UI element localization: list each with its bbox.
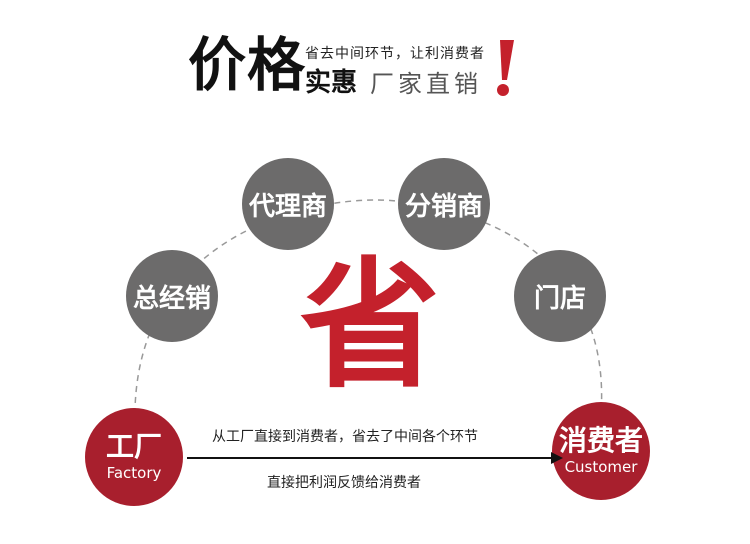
subtitle-small: 省去中间环节，让利消费者 <box>305 46 485 62</box>
node-label: 总经销 <box>132 283 211 314</box>
exclamation-icon <box>497 40 514 96</box>
page-title: 价格 <box>188 31 307 99</box>
node-label: 分销商 <box>404 191 483 222</box>
caption-top: 从工厂直接到消费者，省去了中间各个环节 <box>212 429 478 445</box>
node-zongjingxiao: 总经销 <box>126 250 218 342</box>
node-factory: 工厂 Factory <box>85 408 183 506</box>
node-customer: 消费者 Customer <box>552 402 650 500</box>
caption-bottom: 直接把利润反馈给消费者 <box>267 475 421 491</box>
subtitle-bold: 实惠 <box>305 68 358 98</box>
node-label: 门店 <box>533 283 586 314</box>
factory-cn-label: 工厂 <box>105 430 162 463</box>
factory-en-label: Factory <box>106 464 162 482</box>
node-fenxiaoshang: 分销商 <box>398 158 490 250</box>
node-dailishang: 代理商 <box>242 158 334 250</box>
node-mendian: 门店 <box>514 250 606 342</box>
customer-cn-label: 消费者 <box>558 424 643 457</box>
arrow-right-icon <box>187 452 563 464</box>
customer-en-label: Customer <box>564 458 638 476</box>
center-character: 省 <box>299 245 440 408</box>
subtitle-light: 厂家直销 <box>370 70 482 98</box>
node-label: 代理商 <box>248 191 327 222</box>
